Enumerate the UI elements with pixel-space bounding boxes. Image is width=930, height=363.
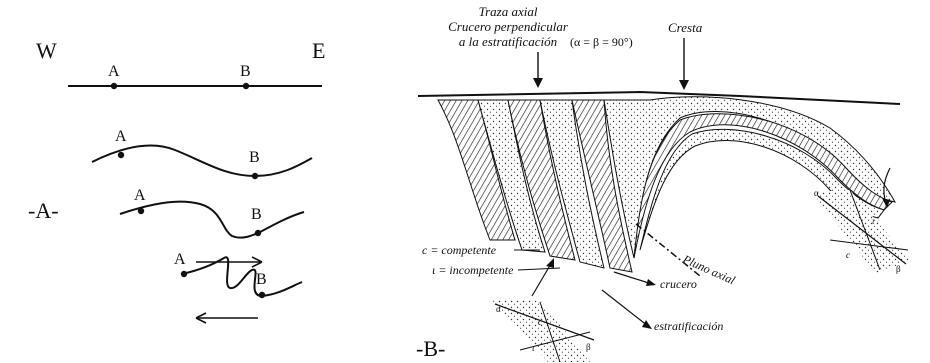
panel-b: Traza axial Crucero perpendicular a la e…: [416, 4, 910, 363]
inset-a-alpha: α: [496, 304, 501, 314]
stage-3-point-b: B: [251, 206, 262, 223]
inset-a-c: c: [538, 317, 542, 327]
compass-west: W: [36, 38, 57, 63]
stage-2-point-a: A: [115, 128, 127, 145]
stage-3-asymmetric-fold: A B: [119, 187, 305, 239]
incompetent-label: ι = incompetente: [432, 263, 514, 277]
stage-3-point-a: A: [134, 187, 146, 204]
bedding-label: estratificación: [654, 319, 723, 333]
panel-a: W E A B A B A B: [28, 38, 325, 324]
inset-a-beta: β: [586, 342, 591, 352]
axial-trace-angle: (α = β = 90°): [570, 35, 633, 49]
inset-b-alpha: α: [814, 188, 819, 198]
inset-b-c: c: [846, 250, 850, 260]
stage-1-point-a: A: [108, 63, 120, 80]
inset-b-beta: β: [896, 264, 901, 274]
axial-trace-line3: a la estratificación: [459, 34, 557, 49]
inset-lower-left: α c ι β: [492, 258, 595, 363]
stage-4-point-b: B: [256, 271, 267, 288]
inset-b-iota: ι: [872, 216, 875, 226]
stage-4-overturned-fold: A B: [174, 251, 303, 324]
ground-surface: [417, 90, 901, 105]
axial-trace-title: Traza axial: [479, 4, 538, 19]
cleavage-label: crucero: [660, 277, 697, 291]
competent-label: c = competente: [422, 243, 497, 257]
stage-1-point-b: B: [240, 63, 251, 80]
panel-b-label: -B-: [416, 336, 445, 361]
stage-2-gentle-fold: A B: [91, 128, 313, 180]
axial-plunge-line: [635, 223, 701, 277]
inset-a-iota: ι: [532, 343, 535, 353]
stage-2-point-b: B: [249, 149, 260, 166]
axial-trace-line2: Crucero perpendicular: [448, 19, 569, 34]
compass-east: E: [312, 38, 325, 63]
panel-a-label: -A-: [28, 198, 59, 223]
crest-label: Cresta: [668, 20, 703, 35]
fold-layers: [437, 96, 896, 273]
stage-4-point-a: A: [174, 251, 186, 268]
inset-right: α ι c β: [812, 167, 910, 274]
stage-1-flat: A B: [68, 63, 322, 90]
